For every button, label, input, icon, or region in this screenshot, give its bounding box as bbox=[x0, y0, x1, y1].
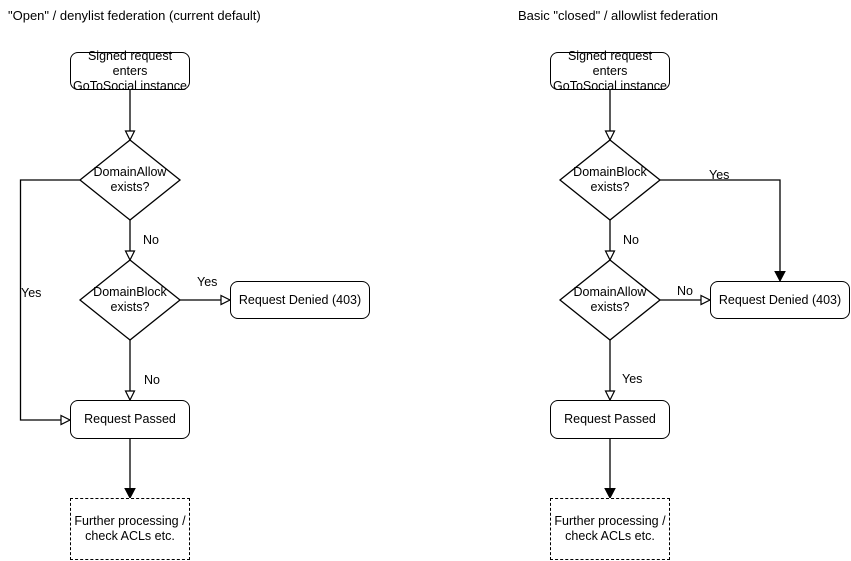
left-node-request-passed: Request Passed bbox=[70, 400, 190, 439]
right-edge-label-domainallow-no: No bbox=[677, 284, 693, 298]
decision-diamond-right-domainallow bbox=[558, 259, 662, 341]
left-node-request-denied: Request Denied (403) bbox=[230, 281, 370, 319]
left-node-further-processing: Further processing / check ACLs etc. bbox=[70, 498, 190, 560]
right-node-further-processing: Further processing / check ACLs etc. bbox=[550, 498, 670, 560]
right-node-request-denied: Request Denied (403) bbox=[710, 281, 850, 319]
left-node-start: Signed request enters GoToSocial instanc… bbox=[70, 49, 190, 93]
left-node-decision-domainblock: DomainBlock exists? bbox=[93, 285, 167, 314]
left-node-decision-domainallow: DomainAllow exists? bbox=[93, 165, 167, 194]
right-edge-label-domainallow-yes: Yes bbox=[622, 372, 643, 386]
left-flowchart-title: "Open" / denylist federation (current de… bbox=[8, 8, 261, 23]
decision-diamond-left-domainblock bbox=[78, 259, 182, 341]
right-node-decision-domainblock: DomainBlock exists? bbox=[573, 165, 647, 194]
right-edge-label-domainblock-no: No bbox=[623, 233, 639, 247]
right-edge-label-domainblock-yes: Yes bbox=[709, 168, 730, 182]
right-node-decision-domainallow: DomainAllow exists? bbox=[573, 285, 647, 314]
left-edge-label-domainblock-yes: Yes bbox=[197, 275, 218, 289]
right-node-request-passed: Request Passed bbox=[550, 400, 670, 439]
right-flowchart-title: Basic "closed" / allowlist federation bbox=[518, 8, 718, 23]
right-node-start: Signed request enters GoToSocial instanc… bbox=[550, 49, 670, 93]
left-edge-label-domainblock-no: No bbox=[144, 373, 160, 387]
edge-left-domainallow-yes-to-passed bbox=[19, 179, 80, 426]
decision-diamond-left-domainallow bbox=[78, 139, 182, 221]
left-edge-label-domainallow-no: No bbox=[143, 233, 159, 247]
edge-right-domainblock-yes-to-denied bbox=[660, 179, 786, 283]
decision-diamond-right-domainblock bbox=[558, 139, 662, 221]
left-edge-label-domainallow-yes: Yes bbox=[21, 286, 42, 300]
